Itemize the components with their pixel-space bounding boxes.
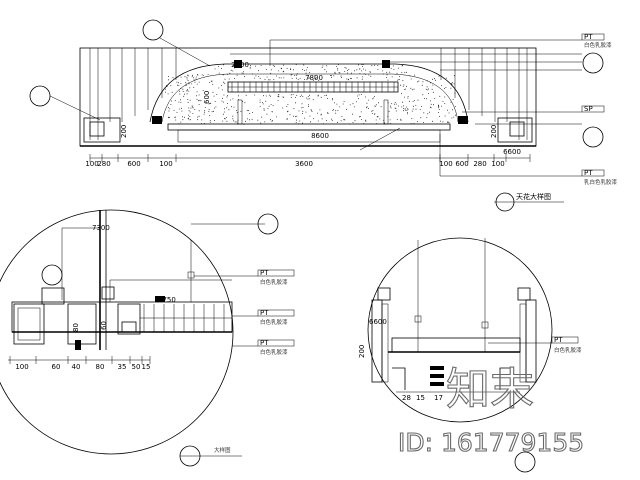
svg-text:白色乳胶漆: 白色乳胶漆 bbox=[260, 278, 288, 286]
watermark-brand: 知末 bbox=[446, 364, 534, 415]
detail-left-caption: 大样图 bbox=[214, 446, 231, 454]
tag-pt-1: PT bbox=[584, 33, 593, 41]
svg-text:白色乳胶漆: 白色乳胶漆 bbox=[554, 346, 582, 354]
detail-left: 7300 7750 80 60 PT 白色乳胶漆 P bbox=[0, 209, 295, 467]
detail-left-dim-label: 100 bbox=[15, 363, 28, 371]
ref-bubble-2 bbox=[29, 85, 51, 107]
elevation-tags: PT 白色乳胶漆 SP PT 乳白色乳胶漆 bbox=[581, 33, 618, 186]
detail-right-circle bbox=[367, 237, 553, 423]
right-bracket bbox=[458, 116, 468, 124]
elevation-frame bbox=[79, 47, 537, 147]
dim-6600: 6600 bbox=[369, 318, 387, 326]
ref-bubble-1 bbox=[142, 19, 164, 41]
svg-text:15: 15 bbox=[416, 394, 425, 402]
right-column bbox=[497, 117, 533, 143]
dim-col-left: 200 bbox=[120, 125, 128, 138]
ref-bubble-4 bbox=[582, 126, 604, 148]
watermark: 知末 ID: 161779155 bbox=[397, 363, 584, 457]
detail-left-dim-label: 80 bbox=[96, 363, 105, 371]
hanger-left bbox=[234, 60, 242, 68]
tag-pt-2: PT bbox=[584, 169, 593, 177]
dim-2400: 2400 bbox=[231, 61, 249, 69]
dim-bottom-label: 100 bbox=[85, 160, 98, 168]
svg-text:PT: PT bbox=[260, 309, 269, 317]
arch-outline bbox=[149, 63, 469, 123]
dim-8600: 8600 bbox=[311, 132, 329, 140]
dim-arch-height: 600 bbox=[203, 91, 211, 104]
detail-left-dim-label: 50 bbox=[132, 363, 141, 371]
detail-left-circle bbox=[0, 209, 234, 455]
right-column-box bbox=[509, 121, 525, 137]
svg-text:白色乳胶漆: 白色乳胶漆 bbox=[584, 41, 612, 49]
detail-left-dim-label: 60 bbox=[52, 363, 61, 371]
detail-left-ref-right bbox=[257, 213, 279, 235]
tag-sp: SP bbox=[584, 105, 593, 113]
elevation-caption: 天花大样图 bbox=[516, 192, 551, 201]
wall-verticals bbox=[89, 48, 528, 140]
left-column bbox=[83, 117, 121, 143]
dim-bottom-label: 280 bbox=[473, 160, 486, 168]
dim-7800: 7800 bbox=[305, 74, 323, 82]
dim-6600-note: 6600 bbox=[503, 148, 521, 156]
detail-right-caption-bubble bbox=[514, 451, 536, 473]
ref-bubble-3 bbox=[582, 52, 604, 74]
detail-left-tags: PT 白色乳胶漆 PT 白色乳胶漆 PT 白色乳胶漆 bbox=[257, 269, 295, 356]
svg-text:乳白色乳胶漆: 乳白色乳胶漆 bbox=[584, 178, 618, 186]
detail-left-dim-label: 15 bbox=[142, 363, 151, 371]
ceiling-elevation: 200 200 600 7800 2400 8600 6600 bbox=[29, 19, 618, 212]
dim-col-right: 200 bbox=[490, 125, 498, 138]
dim-bottom-label: 100 bbox=[439, 160, 452, 168]
svg-text:白色乳胶漆: 白色乳胶漆 bbox=[260, 318, 288, 326]
svg-text:PT: PT bbox=[260, 339, 269, 347]
counter-block bbox=[177, 129, 441, 143]
left-column-box bbox=[89, 121, 105, 137]
leaders bbox=[29, 19, 604, 177]
detail-left-slats bbox=[143, 304, 225, 332]
svg-text:60: 60 bbox=[100, 321, 108, 330]
dim-7300: 7300 bbox=[92, 224, 110, 232]
svg-text:200: 200 bbox=[358, 345, 366, 358]
dim-bottom-label: 100 bbox=[159, 160, 172, 168]
detail-left-ref bbox=[41, 264, 63, 286]
detail-right: 6600 200 PT 白色乳胶漆 28 15 17 bbox=[358, 237, 582, 473]
detail-left-dim-label: 40 bbox=[72, 363, 81, 371]
left-bracket bbox=[152, 116, 162, 124]
svg-text:28: 28 bbox=[402, 394, 411, 402]
beam-ticks bbox=[231, 82, 395, 92]
dim-bottom-label: 600 bbox=[455, 160, 468, 168]
svg-text:PT: PT bbox=[260, 269, 269, 277]
bottom-plate bbox=[167, 123, 451, 131]
svg-text:80: 80 bbox=[72, 323, 80, 332]
dim-bottom-label: 600 bbox=[127, 160, 140, 168]
arch-inner bbox=[161, 73, 459, 123]
dim-7750: 7750 bbox=[158, 296, 176, 304]
detail-right-tag: PT bbox=[554, 336, 563, 344]
dim-bottom-label: 280 bbox=[97, 160, 110, 168]
dim-bottom-label: 100 bbox=[491, 160, 504, 168]
hanger-right bbox=[382, 60, 390, 68]
svg-text:17: 17 bbox=[434, 394, 443, 402]
detail-left-dim-label: 35 bbox=[118, 363, 127, 371]
svg-text:白色乳胶漆: 白色乳胶漆 bbox=[260, 348, 288, 356]
watermark-id: ID: 161779155 bbox=[398, 428, 584, 457]
dim-bottom-label: 3600 bbox=[295, 160, 313, 168]
